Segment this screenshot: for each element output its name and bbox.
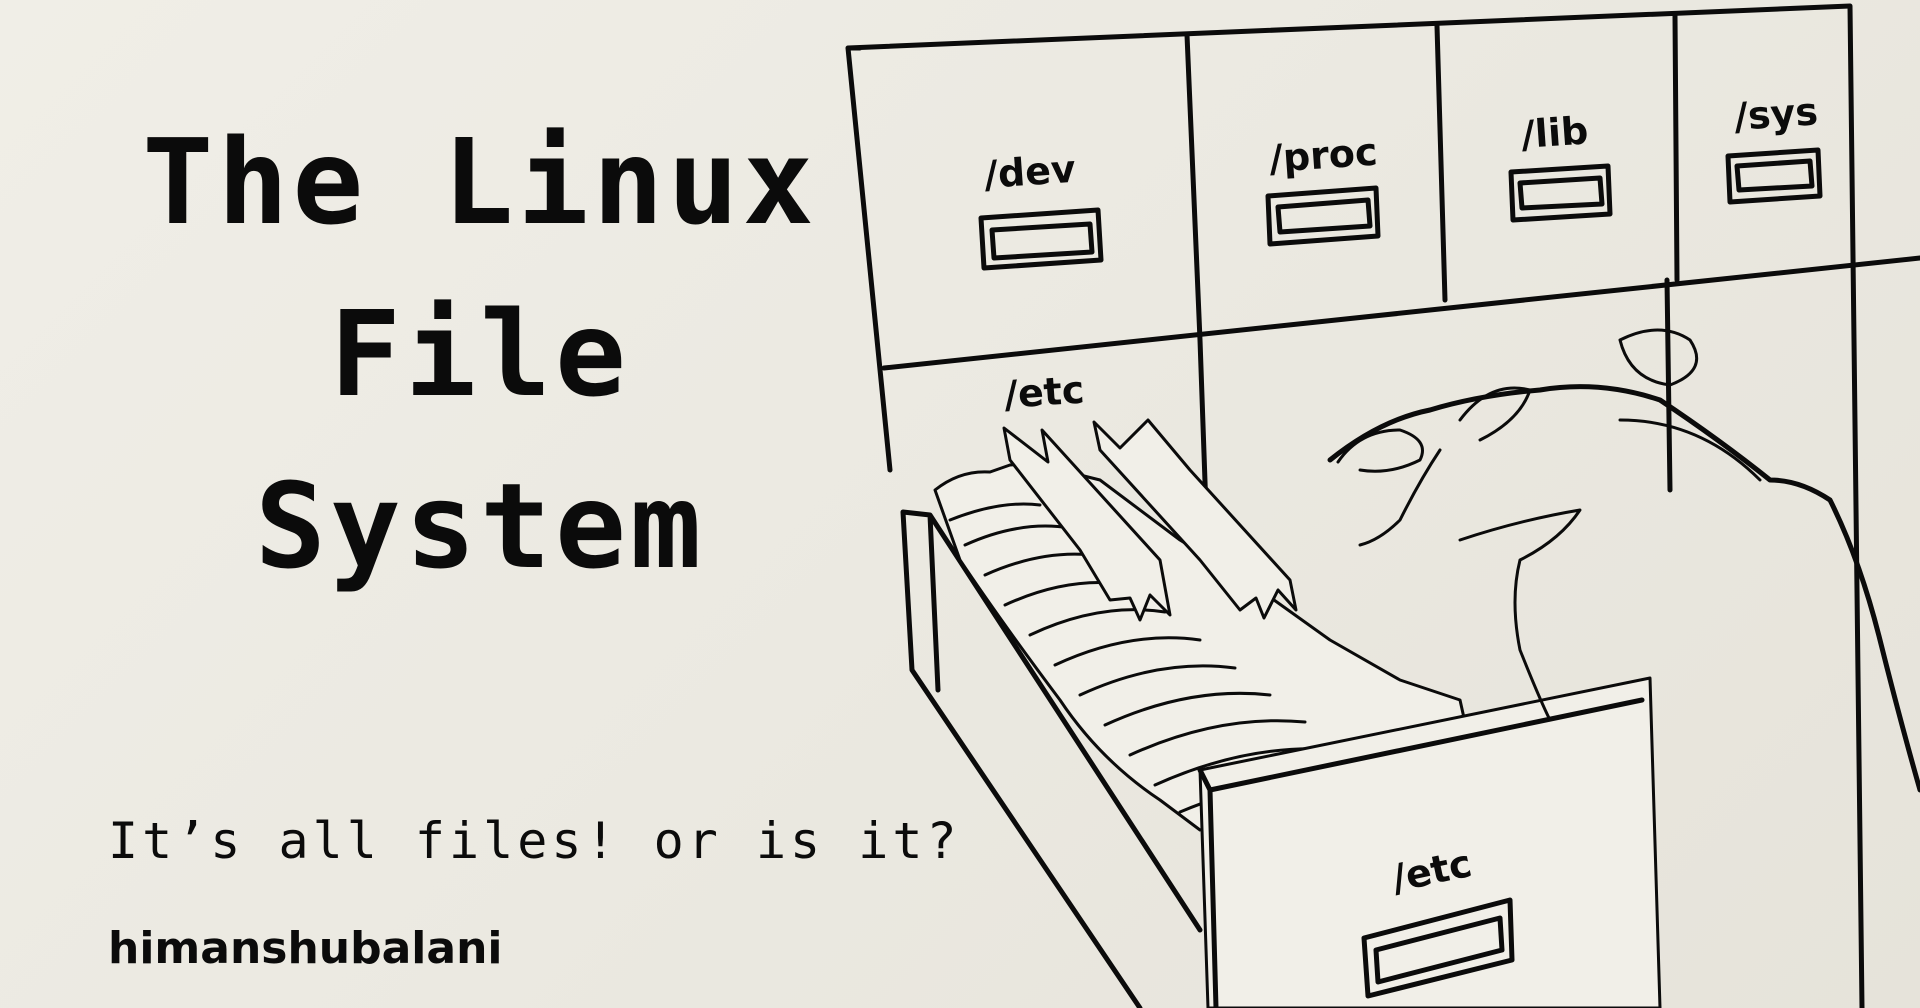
handle-proc xyxy=(1265,185,1381,247)
drawer-side xyxy=(900,509,1203,1008)
divider-tab-2 xyxy=(1092,418,1298,620)
cabinet-divider-3 xyxy=(1672,13,1680,283)
label-dev: /dev xyxy=(983,147,1078,197)
label-sys: /sys xyxy=(1733,89,1820,139)
cabinet-shelf xyxy=(881,255,1920,371)
tagline: It’s all files! or is it? xyxy=(108,812,961,870)
hand-drawing xyxy=(1327,328,1920,793)
page-title: The Linux File System xyxy=(60,96,900,612)
folder-lines xyxy=(948,502,1382,814)
label-lib: /lib xyxy=(1520,108,1590,157)
drawer-sys xyxy=(1725,147,1823,205)
title-line-3: System xyxy=(254,457,706,595)
cabinet-frame xyxy=(845,3,1865,1008)
handle-etc xyxy=(1361,897,1515,999)
handle-dev xyxy=(978,207,1104,271)
drawer-front-inner xyxy=(1197,697,1645,1008)
drawer-front xyxy=(1198,676,1662,1008)
author-name: himanshubalani xyxy=(108,923,503,974)
label-proc: /proc xyxy=(1268,130,1379,181)
hand-outline xyxy=(1327,384,1920,793)
handle-sys xyxy=(1725,147,1823,205)
divider-tab-1 xyxy=(1002,426,1172,622)
title-line-2: File xyxy=(329,285,631,423)
drawer-proc xyxy=(1265,185,1381,247)
drawer-etc-open: /etc xyxy=(900,418,1662,1008)
drawer-dev xyxy=(978,207,1104,271)
cabinet-divider-2 xyxy=(1434,23,1448,303)
drawer-lib xyxy=(1508,163,1613,223)
handle-lib xyxy=(1508,163,1613,223)
hand-fingers xyxy=(1336,328,1762,722)
title-line-1: The Linux xyxy=(142,113,818,251)
label-etc-top: /etc xyxy=(1003,367,1086,416)
